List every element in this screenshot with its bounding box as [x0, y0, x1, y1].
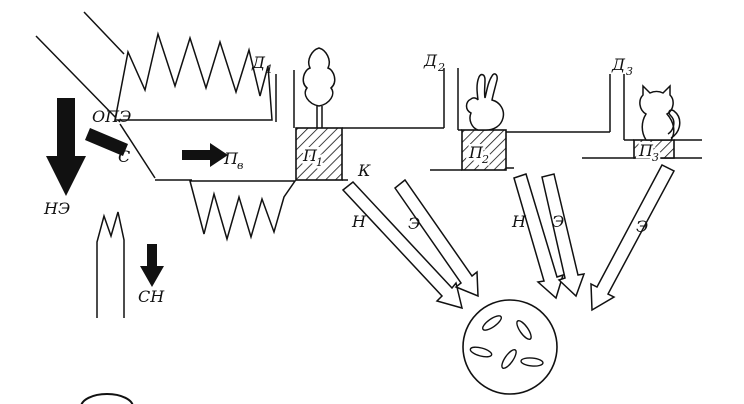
partial-circle-bottom [80, 393, 134, 404]
solar-input-channel-lower-line [35, 35, 121, 123]
absorbed-energy-bar [85, 128, 128, 156]
label-d2-sub: 2 [437, 61, 445, 74]
hollow-arrow-n2 [513, 173, 565, 300]
label-pv-main: П [223, 149, 239, 168]
gross-production-right-arrow [182, 143, 228, 167]
hollow-arrow-e2 [541, 173, 586, 298]
label-n2: Н [511, 212, 527, 231]
label-p3-sub: 3 [652, 151, 659, 164]
label-e2: Э [552, 212, 564, 231]
label-e3: Э [636, 217, 648, 236]
label-d2-main: Д [423, 51, 438, 70]
label-n1: Н [351, 212, 367, 231]
label-p2-sub: 2 [481, 153, 489, 166]
label-k: К [357, 161, 371, 180]
label-ne: НЭ [43, 199, 70, 218]
biomass-box-2 [461, 129, 507, 171]
biomass-box-1 [295, 127, 343, 181]
loss-flow-arrows [341, 164, 676, 312]
label-d1-main: Д [251, 53, 266, 72]
channel-bend-line [119, 123, 156, 179]
label-p2-main: П [468, 143, 484, 162]
cat-icon [639, 84, 681, 141]
hollow-arrow-e3 [590, 164, 676, 312]
label-p3-main: П [638, 141, 654, 160]
label-ope: ОПЭ [92, 107, 131, 126]
unused-energy-down-arrow [46, 98, 86, 196]
left-loss-channel-zigzag [96, 211, 125, 318]
label-d1-sub: 1 [266, 63, 273, 76]
sunburst-zigzag-top [114, 31, 273, 121]
energy-channel-lines [35, 11, 702, 318]
hollow-arrow-n1 [341, 180, 464, 310]
label-d3-sub: 3 [626, 65, 633, 78]
rabbit-icon [465, 73, 505, 131]
label-sn: СН [138, 287, 165, 306]
solar-input-channel-upper-line [83, 11, 125, 55]
diagram-labels: ОПЭ С НЭ СН П в Д 1 Д 2 Д 3 П 1 П 2 П 3 … [43, 51, 662, 306]
label-s: С [118, 147, 130, 166]
label-e1: Э [408, 214, 420, 233]
bacteria-rods [469, 315, 544, 369]
decomposers-circle [462, 299, 558, 395]
label-p1-sub: 1 [316, 156, 323, 169]
label-p1-main: П [302, 146, 318, 165]
label-d3-main: Д [611, 55, 626, 74]
sunburst-zigzag-bottom [189, 180, 297, 242]
label-pv-sub: в [237, 159, 243, 172]
heat-loss-down-arrow [140, 244, 164, 287]
tree-icon [302, 47, 336, 128]
hollow-arrow-e1 [393, 178, 479, 298]
